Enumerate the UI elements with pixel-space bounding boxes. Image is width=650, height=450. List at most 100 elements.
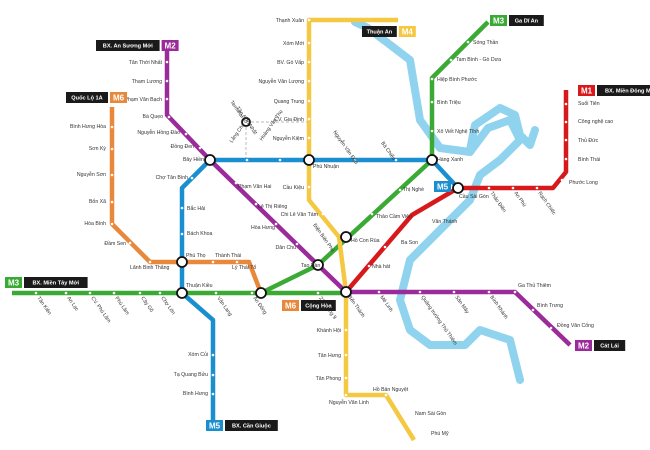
- station-dot[interactable]: [110, 222, 114, 226]
- station-dot[interactable]: [307, 41, 311, 45]
- line-track[interactable]: [306, 17, 416, 442]
- station-dot[interactable]: [165, 97, 169, 101]
- interchange-station[interactable]: [255, 287, 267, 299]
- station-dot[interactable]: [344, 328, 348, 332]
- station-dot[interactable]: [428, 207, 432, 211]
- station-dot[interactable]: [64, 291, 68, 295]
- station-dot[interactable]: [560, 178, 564, 182]
- interchange-station[interactable]: [312, 259, 324, 271]
- station-dot[interactable]: [180, 206, 184, 210]
- station-dot[interactable]: [564, 120, 568, 124]
- line-m2[interactable]: [164, 44, 572, 347]
- station-dot[interactable]: [418, 290, 422, 294]
- station-dot[interactable]: [384, 393, 388, 397]
- station-dot[interactable]: [254, 202, 258, 206]
- station-dot[interactable]: [466, 40, 470, 44]
- station-dot[interactable]: [316, 291, 320, 295]
- station-dot[interactable]: [307, 185, 311, 189]
- station-dot[interactable]: [148, 260, 152, 264]
- station-dot[interactable]: [430, 77, 434, 81]
- station-dot[interactable]: [110, 200, 114, 204]
- station-dot[interactable]: [408, 416, 412, 420]
- station-dot[interactable]: [377, 290, 381, 294]
- station-dot[interactable]: [549, 326, 553, 330]
- station-dot[interactable]: [307, 79, 311, 83]
- station-dot[interactable]: [110, 125, 114, 129]
- station-dot[interactable]: [158, 291, 162, 295]
- station-dot[interactable]: [424, 432, 428, 436]
- station-dot[interactable]: [398, 188, 402, 192]
- interchange-station[interactable]: [340, 286, 352, 298]
- station-dot[interactable]: [235, 260, 239, 264]
- station-dot[interactable]: [274, 222, 278, 226]
- station-dot[interactable]: [383, 245, 387, 249]
- interchange-station[interactable]: [452, 182, 464, 194]
- station-dot[interactable]: [211, 392, 215, 396]
- station-dot[interactable]: [344, 393, 348, 397]
- station-dot[interactable]: [430, 129, 434, 133]
- station-dot[interactable]: [370, 212, 374, 216]
- station-dot[interactable]: [165, 60, 169, 64]
- station-dot[interactable]: [449, 58, 453, 62]
- station-dot[interactable]: [353, 158, 357, 162]
- station-dot[interactable]: [344, 353, 348, 357]
- station-dot[interactable]: [307, 60, 311, 64]
- station-dot[interactable]: [487, 186, 491, 190]
- station-dot[interactable]: [513, 290, 517, 294]
- station-dot[interactable]: [531, 308, 535, 312]
- station-dot[interactable]: [452, 290, 456, 294]
- line-track[interactable]: [164, 44, 572, 347]
- station-dot[interactable]: [307, 18, 311, 22]
- station-dot[interactable]: [430, 100, 434, 104]
- station-dot[interactable]: [110, 173, 114, 177]
- station-dot[interactable]: [198, 146, 202, 150]
- station-dot[interactable]: [307, 117, 311, 121]
- station-dot[interactable]: [511, 186, 515, 190]
- station-dot[interactable]: [110, 147, 114, 151]
- interchange-station[interactable]: [340, 231, 352, 243]
- station-dot[interactable]: [307, 99, 311, 103]
- station-dot[interactable]: [321, 212, 325, 216]
- station-dot[interactable]: [295, 242, 299, 246]
- interchange-station[interactable]: [204, 154, 216, 166]
- station-dot[interactable]: [564, 138, 568, 142]
- station-dot[interactable]: [167, 115, 171, 119]
- interchange-station[interactable]: [176, 256, 188, 268]
- station-dot[interactable]: [250, 291, 254, 295]
- interchange-station[interactable]: [303, 154, 315, 166]
- station-dot[interactable]: [564, 102, 568, 106]
- station-dot[interactable]: [190, 176, 194, 180]
- station-dot[interactable]: [278, 158, 282, 162]
- station-dot[interactable]: [367, 264, 371, 268]
- station-dot[interactable]: [184, 132, 188, 136]
- station-dot[interactable]: [211, 353, 215, 357]
- station-dot[interactable]: [138, 291, 142, 295]
- station-dot[interactable]: [88, 291, 92, 295]
- station-dot[interactable]: [234, 181, 238, 185]
- interchange-station[interactable]: [241, 117, 251, 127]
- station-dot[interactable]: [211, 260, 215, 264]
- station-dot[interactable]: [307, 136, 311, 140]
- station-dot[interactable]: [112, 291, 116, 295]
- line-m4[interactable]: [306, 17, 416, 442]
- interchange-station[interactable]: [426, 154, 438, 166]
- station-dot[interactable]: [211, 373, 215, 377]
- station-dot[interactable]: [564, 157, 568, 161]
- interchange-station[interactable]: [176, 287, 188, 299]
- line-track[interactable]: [109, 107, 264, 294]
- station-dot[interactable]: [535, 186, 539, 190]
- station-dot[interactable]: [487, 290, 491, 294]
- station-dot[interactable]: [214, 291, 218, 295]
- station-dot[interactable]: [394, 158, 398, 162]
- station-dot[interactable]: [344, 376, 348, 380]
- station-dot[interactable]: [180, 232, 184, 236]
